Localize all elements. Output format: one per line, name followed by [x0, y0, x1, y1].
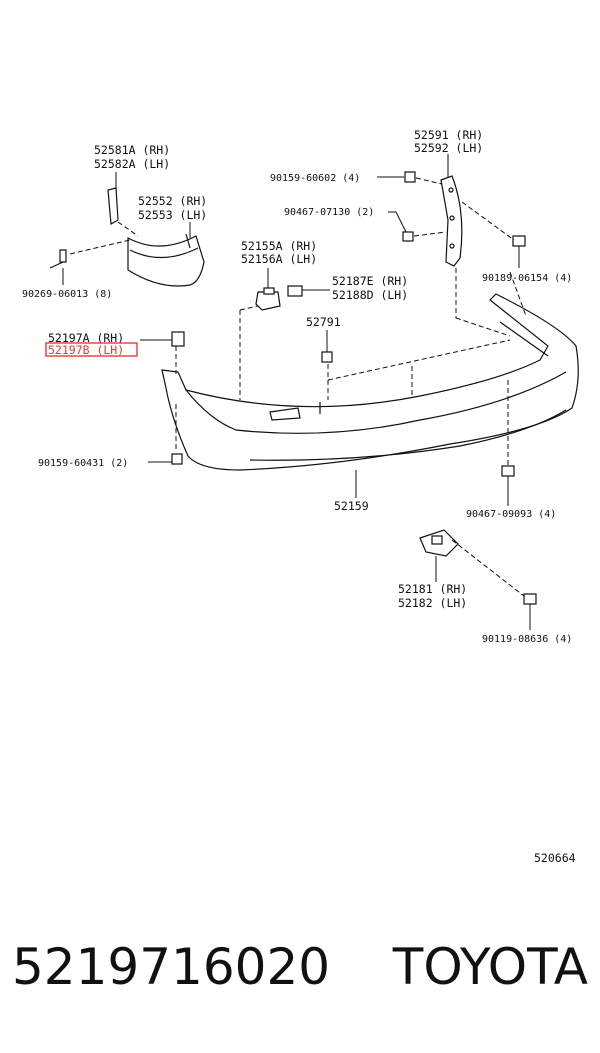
bolt-90159-60602 — [404, 171, 416, 183]
clip-90269 — [49, 249, 67, 269]
footer: 5219716020 TOYOTA — [0, 930, 600, 1020]
clip-52187e — [287, 285, 303, 297]
nut-90189 — [512, 235, 526, 247]
label-90159-60431: 90159-60431 (2) — [38, 458, 128, 469]
clip-90467-07130 — [402, 231, 414, 242]
label-52159: 52159 — [334, 499, 369, 513]
brand-name: TOYOTA — [392, 938, 588, 996]
label-90159-60602: 90159-60602 (4) — [270, 173, 360, 184]
label-52155a: 52155A (RH) — [241, 239, 317, 253]
label-52592: 52592 (LH) — [414, 141, 483, 155]
bracket-52591 — [440, 175, 463, 267]
label-52197b: 52197B (LH) — [48, 343, 124, 357]
retainer-52181 — [419, 529, 459, 557]
clip-52791 — [321, 351, 333, 363]
bracket-52155a — [255, 287, 281, 311]
label-90189: 90189-06154 (4) — [482, 273, 572, 284]
label-52552: 52552 (RH) — [138, 194, 207, 208]
label-90269: 90269-06013 (8) — [22, 289, 112, 300]
label-52156a: 52156A (LH) — [241, 252, 317, 266]
label-90119: 90119-08636 (4) — [482, 634, 572, 645]
clip-90467-09093 — [501, 465, 515, 477]
bolt-90119 — [523, 593, 537, 605]
retainer-52552 — [127, 233, 205, 287]
diagram-ref-number: 520664 — [534, 851, 576, 865]
label-52181: 52181 (RH) — [398, 582, 467, 596]
label-90467-07130: 90467-07130 (2) — [284, 207, 374, 218]
label-52791: 52791 — [306, 315, 341, 329]
label-90467-09093: 90467-09093 (4) — [466, 509, 556, 520]
label-52188d: 52188D (LH) — [332, 288, 408, 302]
label-52187e: 52187E (RH) — [332, 274, 408, 288]
bracket-52581a — [107, 187, 119, 225]
pad-52197 — [171, 331, 185, 347]
label-52591: 52591 (RH) — [414, 128, 483, 142]
bumper-52159 — [161, 293, 579, 471]
label-52582a: 52582A (LH) — [94, 157, 170, 171]
label-52553: 52553 (LH) — [138, 208, 207, 222]
label-52182: 52182 (LH) — [398, 596, 467, 610]
label-52197a: 52197A (RH) — [48, 331, 124, 345]
highlight-box — [45, 342, 138, 357]
part-number: 5219716020 — [12, 938, 331, 996]
parts-diagram: 52581A (RH) 52582A (LH) 52552 (RH) 52553… — [22, 128, 579, 865]
screw-90159-60431 — [171, 453, 183, 465]
label-52581a: 52581A (RH) — [94, 143, 170, 157]
